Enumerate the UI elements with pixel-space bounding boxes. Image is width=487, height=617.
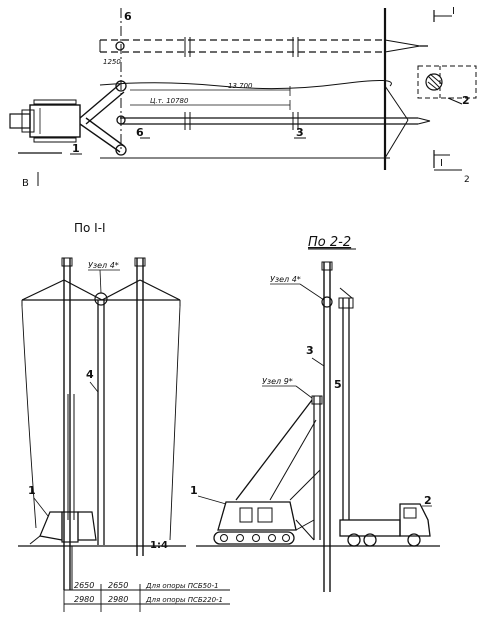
plan-dim-center: Ц.т. 10780 [150, 97, 189, 105]
dimension-table: 2650 2650 Для опоры ПСБ50-1 2980 2980 Дл… [63, 581, 230, 612]
dims-row-1-note: Для опоры ПСБ50-1 [145, 582, 219, 590]
section-1-title: По I-I [74, 221, 106, 235]
section-2-title: По 2-2 [308, 235, 351, 250]
section-1-callout-1: 1 [28, 484, 36, 497]
section-2-view: По 2-2 [190, 235, 440, 592]
plan-callout-3: 3 [296, 126, 304, 139]
plan-dim-1250: 1250 [103, 58, 121, 66]
plan-callout-1: 1 [72, 142, 80, 155]
section-2-callout-5: 5 [334, 378, 342, 391]
plan-view: 1250 13 700 Ц.т. 10780 6 6 1 3 2 I I 2 В [9, 6, 477, 189]
plan-callout-2: 2 [462, 94, 470, 107]
plan-section-mark-i-top: I [452, 6, 455, 17]
dims-row-2-note: Для опоры ПСБ220-1 [145, 596, 223, 604]
dims-row-2-b: 2980 [108, 595, 128, 604]
section-1-node-label: Узел 4* [88, 261, 119, 270]
section-2-callout-2: 2 [424, 494, 432, 507]
section-2-callout-1: 1 [190, 484, 198, 497]
section-2-callout-3: 3 [306, 344, 314, 357]
section-2-node-mid: Узел 9* [262, 377, 293, 386]
plan-callout-6-mid: 6 [136, 126, 144, 139]
plan-callout-6-top: 6 [124, 10, 132, 23]
plan-section-mark-i-bottom: I [440, 158, 443, 169]
section-2-node-top: Узел 4* [270, 275, 301, 284]
dims-row-1-b: 2650 [108, 581, 128, 590]
section-1-callout-4: 4 [86, 368, 94, 381]
dims-row-2-a: 2980 [74, 595, 94, 604]
dims-row-1-a: 2650 [74, 581, 94, 590]
section-1-view: По I-I Узел [18, 221, 186, 591]
plan-dim-13700: 13 700 [228, 82, 253, 90]
plan-section-mark-2: 2 [464, 175, 470, 185]
section-1-slope: 1:4 [150, 540, 168, 551]
plan-side-mark-v: В [22, 178, 29, 189]
